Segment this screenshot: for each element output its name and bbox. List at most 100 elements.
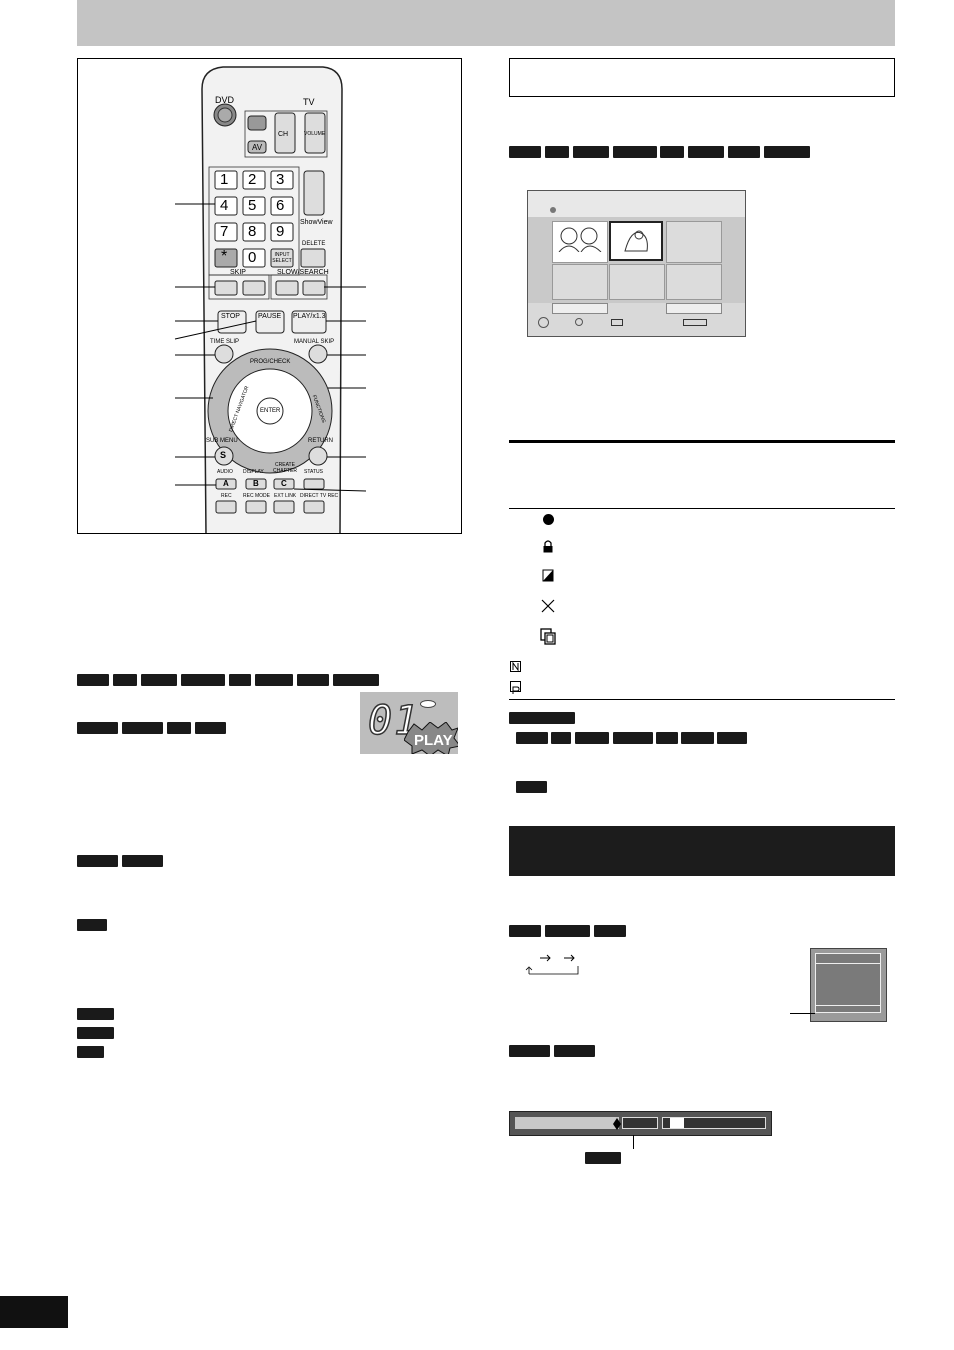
disc-icon [420, 700, 436, 708]
next-button[interactable] [666, 303, 722, 314]
badge [141, 674, 177, 686]
badge [122, 722, 163, 734]
stop-button[interactable]: STOP [221, 313, 240, 320]
thumbnail[interactable] [666, 221, 722, 263]
badge [545, 146, 569, 158]
badge [509, 925, 541, 937]
key-1[interactable]: 1 [220, 171, 229, 188]
key-4[interactable]: 4 [220, 197, 229, 214]
av-button[interactable]: AV [252, 143, 263, 152]
display-button[interactable]: B [253, 479, 259, 488]
badge [77, 722, 118, 734]
status-bar [509, 1111, 772, 1136]
badge [255, 674, 293, 686]
key-9[interactable]: 9 [276, 223, 285, 240]
direct-tv-rec-button[interactable]: DIRECT TV REC [300, 493, 339, 499]
badge [333, 674, 379, 686]
lock-icon [538, 536, 558, 556]
badge [575, 732, 609, 744]
disc-icon [550, 207, 556, 213]
pause-button[interactable]: PAUSE [258, 313, 282, 320]
cycle-arrows [525, 954, 579, 975]
showview-button[interactable]: ShowView [300, 219, 333, 226]
badge [509, 146, 541, 158]
badge [229, 674, 251, 686]
badge [77, 919, 107, 931]
return-button[interactable]: RETURN [308, 438, 333, 444]
badge [573, 146, 609, 158]
badge [585, 1152, 621, 1164]
circle-icon [575, 318, 583, 326]
thumbnail-selected[interactable] [609, 221, 663, 261]
create-chapter-button[interactable]: C [281, 479, 287, 488]
time-slip-button[interactable]: TIME SLIP [210, 339, 240, 345]
diamond-icon [613, 1117, 621, 1130]
badge [77, 1027, 114, 1039]
input-select-button[interactable]: INPUT SELECT [272, 252, 292, 264]
badge [509, 1045, 550, 1057]
create-chapter-label: CREATE CHAPTER [273, 462, 297, 474]
badge [717, 732, 747, 744]
badge [77, 1008, 114, 1020]
star-key[interactable]: * [221, 248, 228, 265]
dvd-label: DVD [215, 95, 235, 105]
thumbnail[interactable] [666, 264, 722, 300]
prog-check-label: PROG/CHECK [250, 359, 291, 365]
callout-line [790, 1013, 815, 1014]
manual-skip-button[interactable]: MANUAL SKIP [294, 339, 335, 345]
badge [77, 674, 109, 686]
badge [660, 146, 684, 158]
key-5[interactable]: 5 [248, 197, 257, 214]
badge [554, 1045, 595, 1057]
ch-label: CH [278, 131, 289, 138]
page-header-bar [77, 0, 895, 46]
key-6[interactable]: 6 [276, 197, 285, 214]
badge [551, 732, 571, 744]
audio-label: AUDIO [217, 469, 233, 475]
section-header [509, 826, 895, 876]
delete-button[interactable]: DELETE [302, 241, 326, 247]
enter-button[interactable]: ENTER [260, 408, 281, 414]
remote-illustration: TV DVD AV CH VOLUME 1 2 3 4 5 6 7 8 9 0 … [77, 58, 462, 534]
key-0[interactable]: 0 [248, 249, 257, 266]
status-button[interactable]: STATUS [304, 469, 323, 475]
slow-search-label: SLOW/SEARCH [277, 269, 329, 276]
record-dot-icon [538, 509, 558, 529]
skip-label: SKIP [230, 269, 246, 276]
sub-menu-button[interactable]: S [220, 450, 227, 460]
badge [181, 674, 225, 686]
audio-button[interactable]: A [223, 479, 229, 488]
rec-mode-button[interactable]: REC MODE [243, 493, 270, 499]
key-3[interactable]: 3 [276, 171, 285, 188]
thumbnail[interactable] [552, 221, 608, 263]
ext-link-button[interactable]: EXT LINK [274, 493, 297, 499]
badge [77, 1046, 104, 1058]
badge [681, 732, 714, 744]
key-2[interactable]: 2 [248, 171, 257, 188]
key-7[interactable]: 7 [220, 223, 229, 240]
badge [764, 146, 810, 158]
badge [656, 732, 678, 744]
display-label: DISPLAY [243, 469, 264, 475]
heading-box [509, 58, 895, 97]
badge [113, 674, 137, 686]
badge [167, 722, 191, 734]
prev-button[interactable] [552, 303, 608, 314]
p-icon [510, 681, 521, 694]
badge [516, 781, 547, 793]
key-8[interactable]: 8 [248, 223, 257, 240]
callout-line [633, 1135, 634, 1149]
thumbnail[interactable] [609, 264, 665, 300]
play-button[interactable]: PLAY/x1.3 [293, 313, 326, 320]
badge [613, 732, 653, 744]
lcd-play: PLAY [414, 732, 453, 749]
front-panel-display: 01 PLAY [360, 692, 458, 754]
rec-button[interactable]: REC [221, 493, 232, 499]
badge [122, 855, 163, 867]
section-rule [509, 440, 895, 443]
sub-menu-label: SUB MENU [206, 438, 238, 444]
thumbnail[interactable] [552, 264, 608, 300]
dolby-icon [670, 1118, 684, 1128]
copy-icon [538, 627, 558, 647]
partial-icon [538, 565, 558, 585]
